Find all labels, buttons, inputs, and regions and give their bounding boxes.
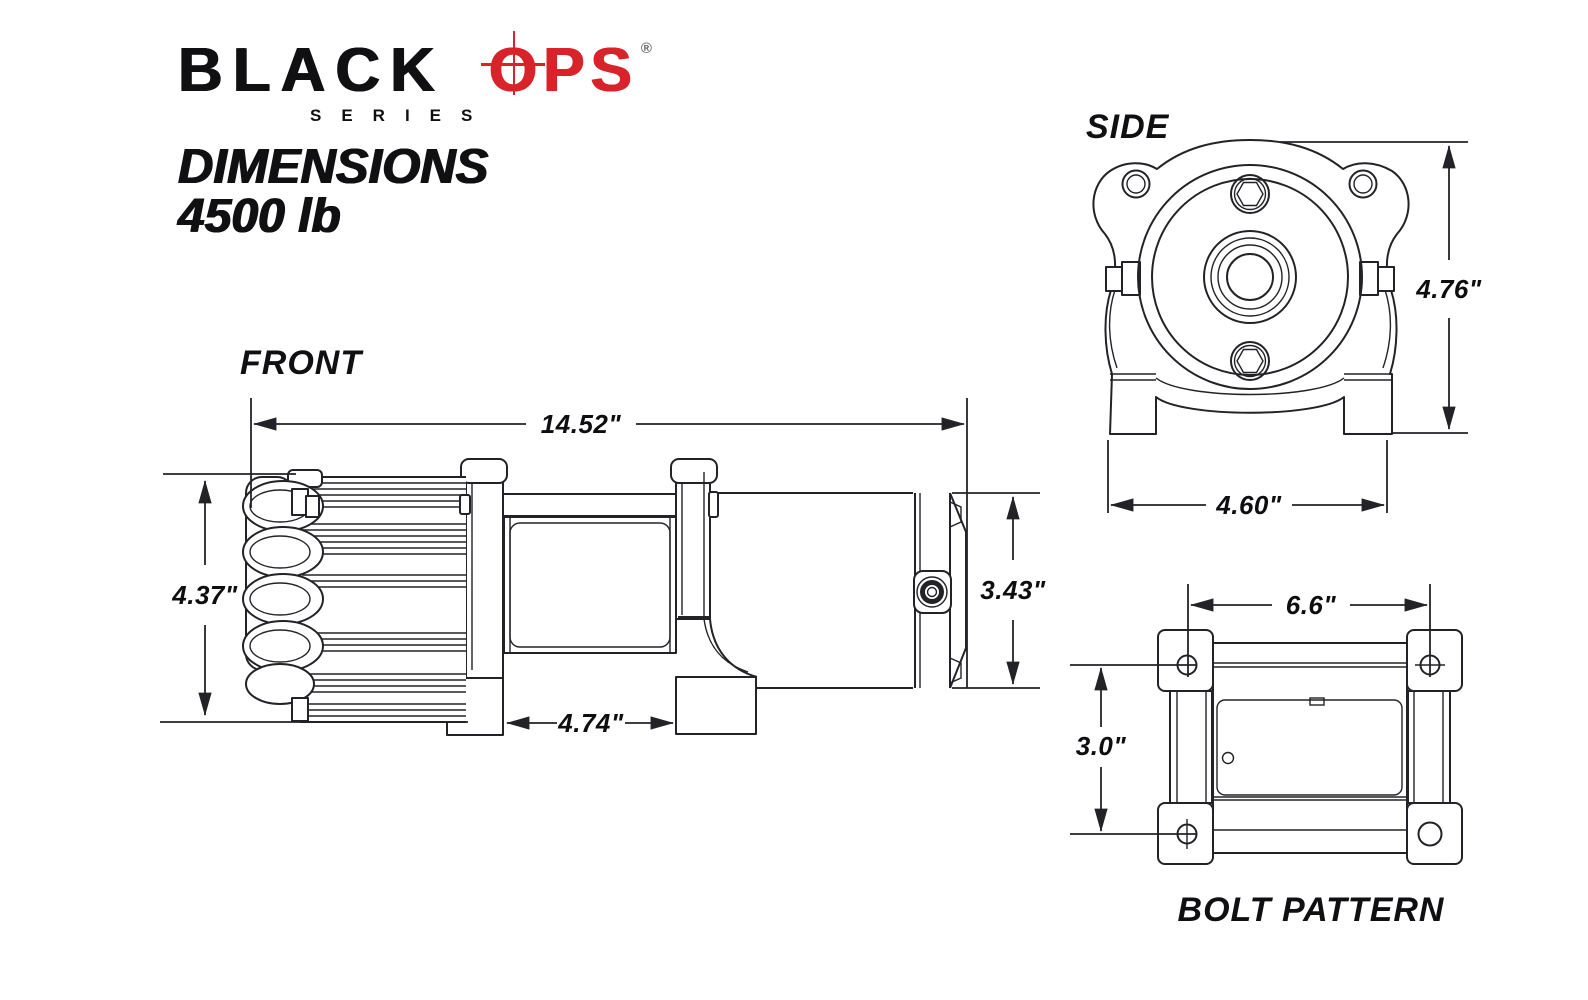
side-dim-width: 4.60" (1215, 490, 1282, 520)
title-dimensions: DIMENSIONS (178, 140, 489, 194)
front-view-dimensions: 14.52" 4.37" 3.43" 4.74" FRONT (160, 344, 1046, 738)
logo-word-ops-with-crosshair-icon: OPS (480, 31, 638, 105)
front-view-label: FRONT (240, 344, 364, 382)
logo-word-black: BLACK (178, 36, 445, 105)
bolt-dim-horizontal: 6.6" (1286, 590, 1337, 620)
registered-trademark-icon: ® (640, 40, 652, 57)
bolt-pattern-drawing (1157, 629, 1463, 865)
bolt-dim-vertical: 3.0" (1076, 731, 1127, 761)
front-dim-housing-height: 3.43" (980, 575, 1046, 605)
page-title: DIMENSIONS 4500 lb (178, 143, 488, 242)
bolt-pattern-view-label: BOLT PATTERN (1178, 891, 1445, 929)
front-dim-drum-length: 4.74" (557, 708, 624, 738)
bolt-pattern-dimensions: 6.6" 3.0" BOLT PATTERN (1070, 584, 1445, 929)
side-dim-height: 4.76" (1415, 274, 1482, 304)
front-view-drawing (242, 458, 967, 736)
side-view-dimensions: 4.76" 4.60" SIDE (1086, 108, 1482, 520)
title-capacity: 4500 lb (178, 190, 341, 243)
front-dim-overall-length: 14.52" (541, 409, 622, 439)
side-view-drawing (1092, 139, 1410, 435)
side-view-label: SIDE (1086, 108, 1170, 146)
front-dim-motor-height: 4.37" (171, 580, 238, 610)
black-ops-logo: BLACK OPS ® SERIES (178, 31, 652, 126)
logo-word-series: SERIES (310, 106, 493, 125)
